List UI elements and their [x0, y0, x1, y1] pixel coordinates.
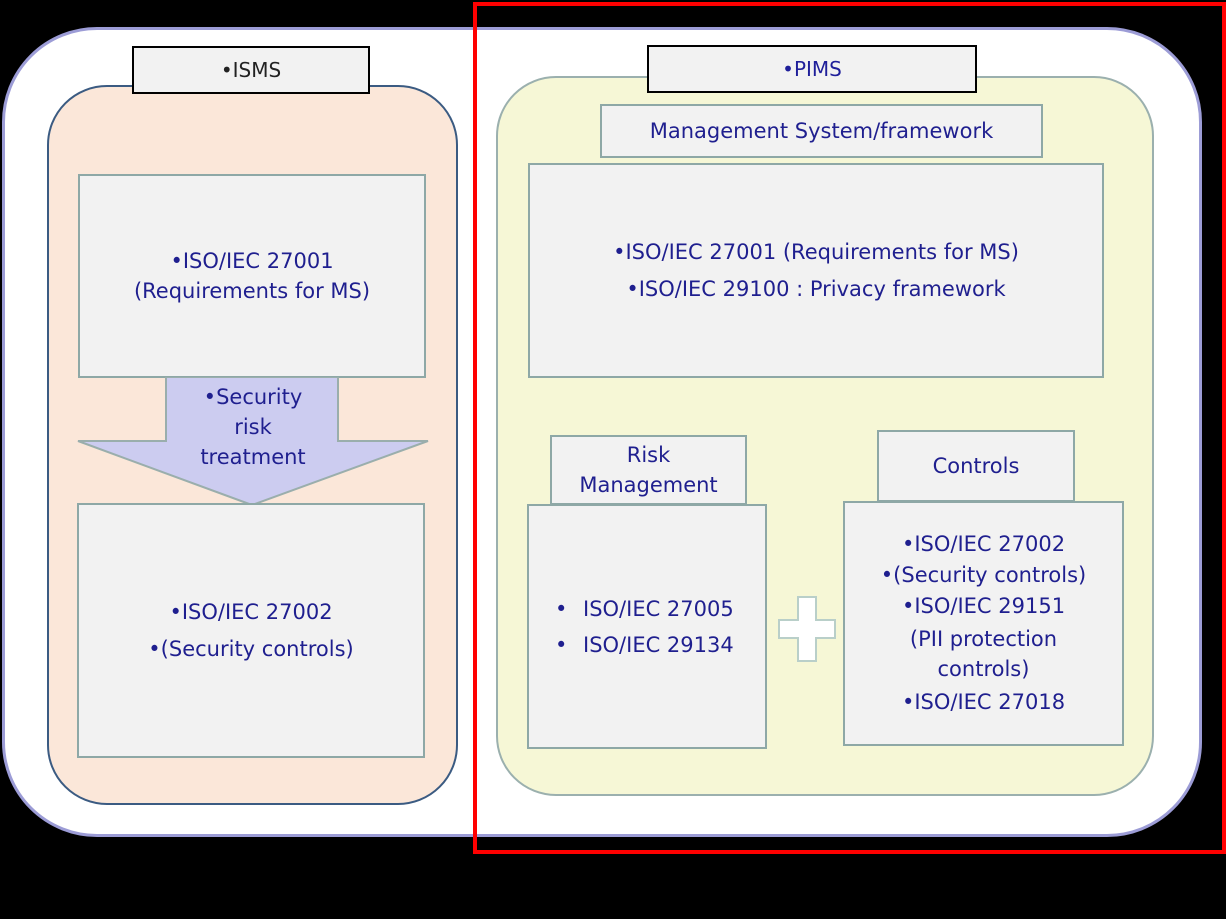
pims-highlight-frame — [473, 2, 1226, 854]
controls-header-label: Controls — [932, 453, 1020, 478]
management-system-header: Management System/framework — [600, 104, 1043, 158]
security-risk-treatment-label: Security risk treatment — [170, 382, 336, 472]
plus-icon — [778, 596, 836, 662]
arrow-label-line-2: risk — [234, 415, 272, 439]
risk-standard-item: ISO/IEC 27005 — [529, 591, 734, 627]
isms-controls-box: ISO/IEC 27002 (Security controls) — [77, 503, 425, 758]
risk-standards-list: ISO/IEC 27005 ISO/IEC 29134 — [529, 591, 734, 663]
controls-line-5: controls) — [937, 656, 1030, 681]
controls-line-6: ISO/IEC 27018 — [902, 690, 1065, 715]
risk-management-header: Risk Management — [550, 435, 747, 505]
arrow-label-line-3: treatment — [200, 445, 306, 469]
management-line-2: ISO/IEC 29100 : Privacy framework — [626, 271, 1006, 308]
controls-box: ISO/IEC 27002 (Security controls) ISO/IE… — [843, 501, 1124, 746]
isms-requirements-line-1: ISO/IEC 27001 — [170, 246, 334, 276]
management-line-1: ISO/IEC 27001 (Requirements for MS) — [613, 234, 1018, 271]
down-arrow-icon — [77, 377, 429, 507]
risk-standard-item: ISO/IEC 29134 — [529, 627, 734, 663]
management-system-box: ISO/IEC 27001 (Requirements for MS) ISO/… — [528, 163, 1104, 378]
controls-line-4: (PII protection — [909, 627, 1058, 652]
risk-header-line-1: Risk — [626, 442, 671, 467]
pims-tab: PIMS — [647, 45, 977, 93]
isms-tab: ISMS — [132, 46, 370, 94]
risk-header-line-2: Management — [579, 473, 718, 497]
isms-controls-line-2: (Security controls) — [148, 631, 354, 668]
isms-tab-label: ISMS — [221, 58, 282, 82]
management-system-header-label: Management System/framework — [649, 118, 994, 143]
isms-requirements-line-2: (Requirements for MS) — [133, 279, 371, 303]
controls-line-2: (Security controls) — [881, 563, 1086, 588]
controls-header: Controls — [877, 430, 1075, 502]
controls-line-1: ISO/IEC 27002 — [902, 532, 1065, 557]
controls-line-3: ISO/IEC 29151 — [902, 594, 1065, 619]
isms-requirements-box: ISO/IEC 27001 (Requirements for MS) — [78, 174, 426, 378]
risk-management-box: ISO/IEC 27005 ISO/IEC 29134 — [527, 504, 767, 749]
pims-tab-label: PIMS — [782, 57, 842, 81]
isms-controls-line-1: ISO/IEC 27002 — [169, 594, 333, 631]
controls-line-4-group: (PII protection controls) — [910, 625, 1057, 684]
arrow-label-line-1: Security — [170, 382, 336, 412]
